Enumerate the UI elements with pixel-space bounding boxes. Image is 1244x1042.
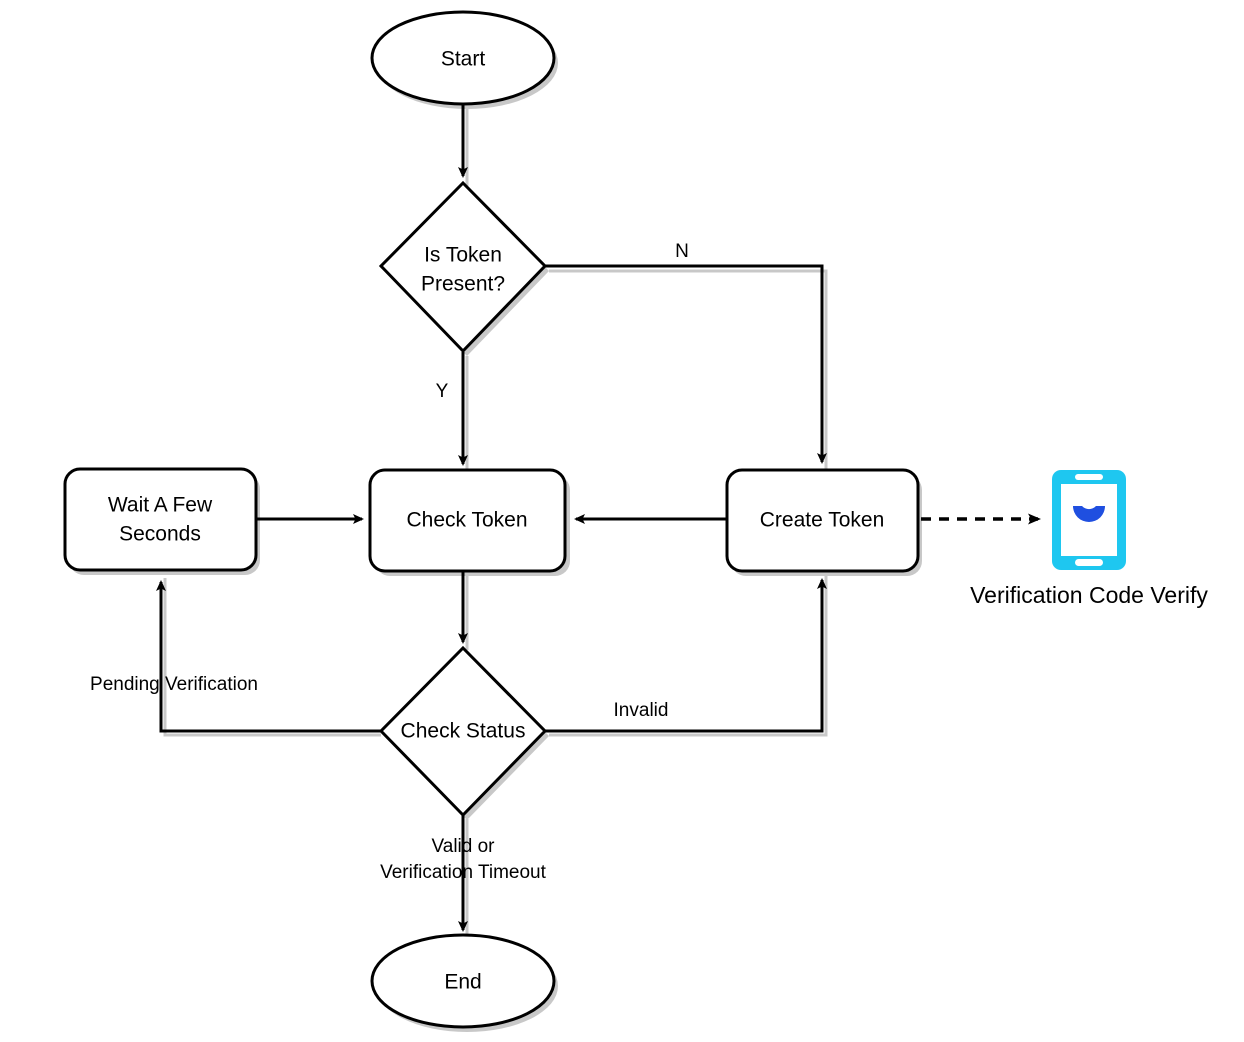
phone-home-button [1075,559,1103,566]
edge-label-valid-line2: Verification Timeout [380,862,547,883]
node-is-token-present[interactable]: Is Token Present? [378,180,548,354]
edge-label-valid-line1: Valid or [431,836,495,857]
end-label: End [444,971,481,994]
create-token-rect[interactable] [725,468,920,573]
is-token-present-label-line2: Present? [421,273,505,296]
node-wait-a-few-seconds[interactable]: Wait A Few Seconds [63,467,258,572]
edge-is-token-present-no-to-create-token [545,264,827,464]
phone-icon [1052,470,1126,570]
check-status-diamond[interactable] [378,645,548,818]
is-token-present-diamond[interactable] [378,180,548,354]
wait-a-few-seconds-label-line2: Seconds [119,523,201,546]
create-token-label: Create Token [760,509,885,532]
edge-shadow-invalid [549,576,828,737]
edge-label-invalid: Invalid [614,700,669,721]
node-create-token[interactable]: Create Token [725,468,920,573]
edge-shadow-pending [163,578,381,737]
edge-layer [156,104,1041,932]
phone-smile-icon [1073,506,1105,522]
edge-shadow-decision-no [549,269,828,470]
edge-shadow-layer [163,108,828,936]
phone-caption: Verification Code Verify [970,582,1208,608]
start-ellipse[interactable] [370,10,556,106]
check-token-label: Check Token [406,509,527,532]
edge-label-pending-verification: Pending Verification [90,674,258,695]
node-end[interactable]: End [370,933,556,1029]
is-token-present-label-line1: Is Token [424,244,502,267]
edge-label-yes: Y [436,381,449,402]
node-start[interactable]: Start [370,10,556,106]
node-check-token[interactable]: Check Token [368,468,567,573]
node-check-status[interactable]: Check Status [378,645,548,818]
start-label: Start [441,48,486,71]
check-token-rect[interactable] [368,468,567,573]
wait-a-few-seconds-rect[interactable] [63,467,258,572]
edge-check-status-pending-to-wait [156,580,381,733]
edge-label-layer: N Y Invalid Pending Verification Valid o… [90,241,689,883]
phone-speaker [1075,474,1103,480]
wait-a-few-seconds-label-line1: Wait A Few [108,494,213,517]
end-ellipse[interactable] [370,933,556,1029]
check-status-label: Check Status [401,720,526,743]
edge-label-no: N [675,241,689,262]
edge-check-status-invalid-to-create-token [545,578,827,733]
